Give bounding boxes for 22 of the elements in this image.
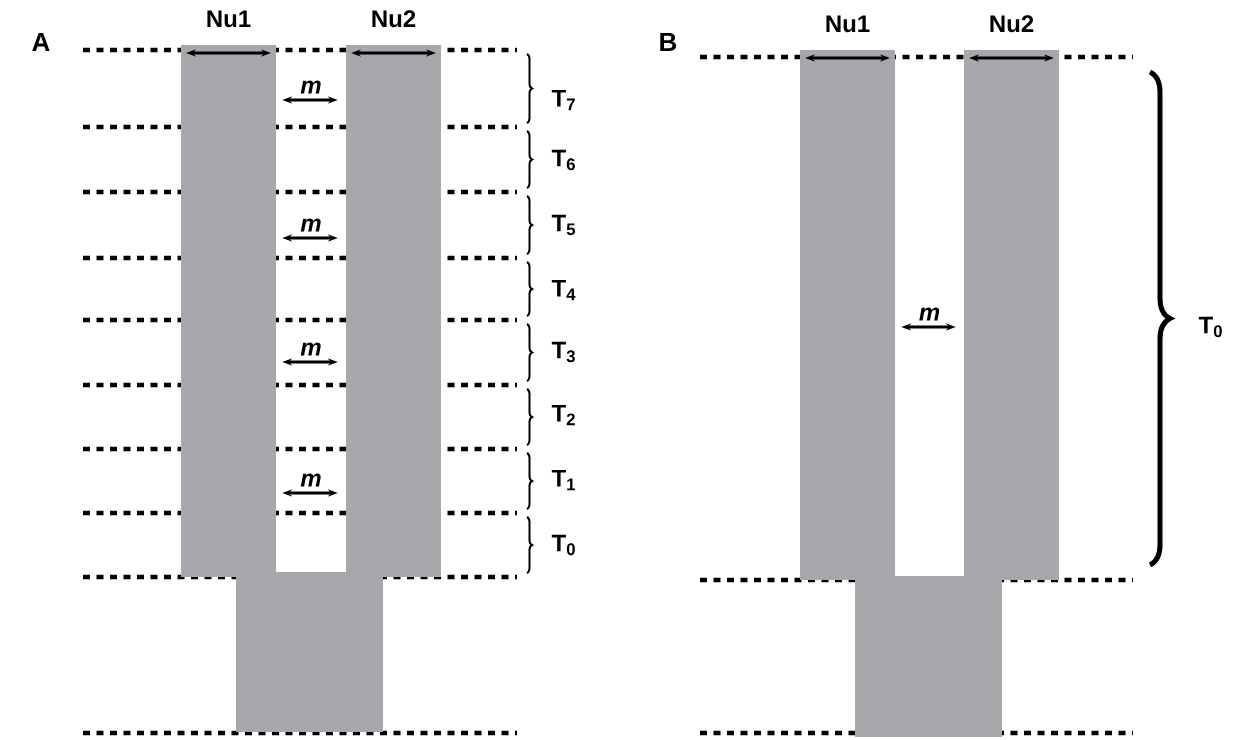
edge-label: m — [300, 473, 321, 487]
population-label: Nu1 — [826, 15, 870, 33]
time-label: T$_{1}$ — [551, 469, 576, 491]
time-label: T$_{6}$ — [551, 149, 575, 171]
population-label: Nu1 — [207, 10, 251, 28]
time-label: T$_{7}$ — [551, 89, 575, 111]
edge-label: m — [300, 80, 321, 94]
time-label: T$_{3}$ — [551, 341, 575, 363]
time-label: T$_{4}$ — [551, 279, 576, 301]
edge-label: m — [300, 342, 321, 356]
population-label: Nu2 — [990, 15, 1034, 33]
panel-label: A — [32, 33, 50, 51]
panel-label: B — [660, 33, 677, 51]
population-bar — [236, 572, 383, 732]
edge-label: m — [919, 307, 940, 321]
time-label: T$_{0}$ — [551, 534, 575, 556]
population-label: Nu2 — [372, 10, 416, 28]
time-label: T$_{2}$ — [551, 404, 575, 426]
time-label: T$_{5}$ — [551, 214, 576, 236]
population-bar — [855, 576, 1002, 737]
edge-label: m — [300, 218, 321, 232]
time-label: T$_{0}$ — [1198, 316, 1222, 338]
